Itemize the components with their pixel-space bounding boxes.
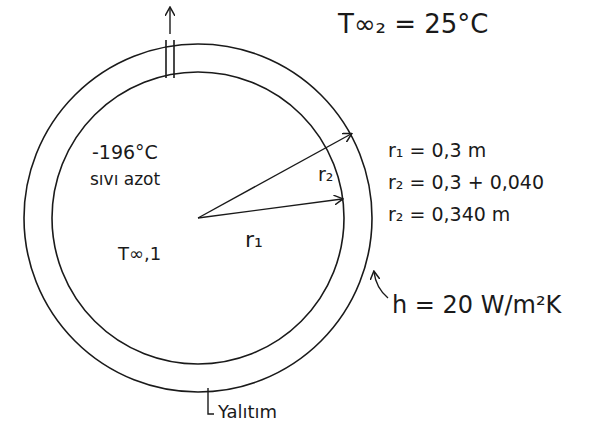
outer-circle: [24, 44, 372, 392]
given-value: r₂ = 0,340 m: [388, 204, 510, 225]
fluid-name: sıvı azot: [90, 170, 160, 189]
given-value: r₁ = 0,3 m: [388, 140, 486, 161]
vent-line: [173, 40, 175, 78]
radius-label: r₁: [245, 228, 263, 252]
convection-coefficient: h = 20 W/m²K: [392, 292, 561, 318]
radius-arrow: [198, 134, 351, 218]
given-value: r₂ = 0,3 + 0,040: [388, 172, 544, 193]
insulation-label: Yalıtım: [218, 402, 277, 422]
leader-line: [208, 388, 214, 414]
leader-arrow: [374, 272, 388, 298]
vent-line: [165, 40, 167, 78]
radius-arrow: [198, 199, 342, 218]
vent-arrow: [169, 8, 170, 34]
ambient-temperature: T∞₂ = 25°C: [338, 10, 489, 39]
radius-label: r₂: [318, 164, 333, 185]
fluid-symbol: T∞,1: [118, 244, 161, 264]
fluid-temperature: -196°C: [92, 142, 158, 163]
